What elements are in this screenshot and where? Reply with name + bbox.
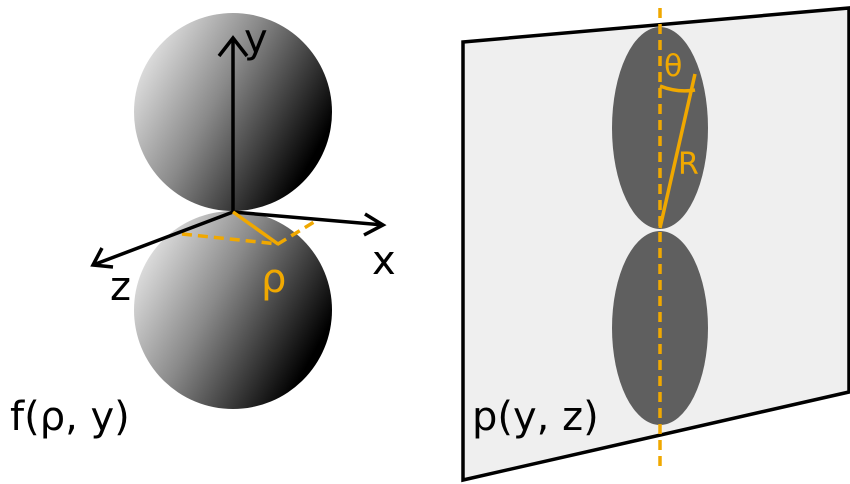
right-panel: θ R p(y, z) [461,6,850,483]
z-axis-label: z [110,264,131,310]
theta-label: θ [664,49,682,84]
function-label: f(ρ, y) [10,394,130,440]
y-axis-arrowhead [217,35,249,58]
x-axis-arrowhead [363,212,387,237]
rho-label: ρ [261,256,286,302]
theta-arc [659,84,696,93]
radius-line [658,73,697,229]
x-axis [232,210,384,227]
y-axis-label: y [244,16,268,62]
lower-sphere [134,211,332,409]
x-axis-label: x [372,238,396,284]
rho-radius-line [231,210,280,246]
z-axis-arrowhead [90,247,114,269]
left-panel: y x z ρ f(ρ, y) [10,13,396,440]
z-axis [92,210,234,267]
radius-label: R [678,147,699,182]
projection-label: p(y, z) [472,394,599,440]
